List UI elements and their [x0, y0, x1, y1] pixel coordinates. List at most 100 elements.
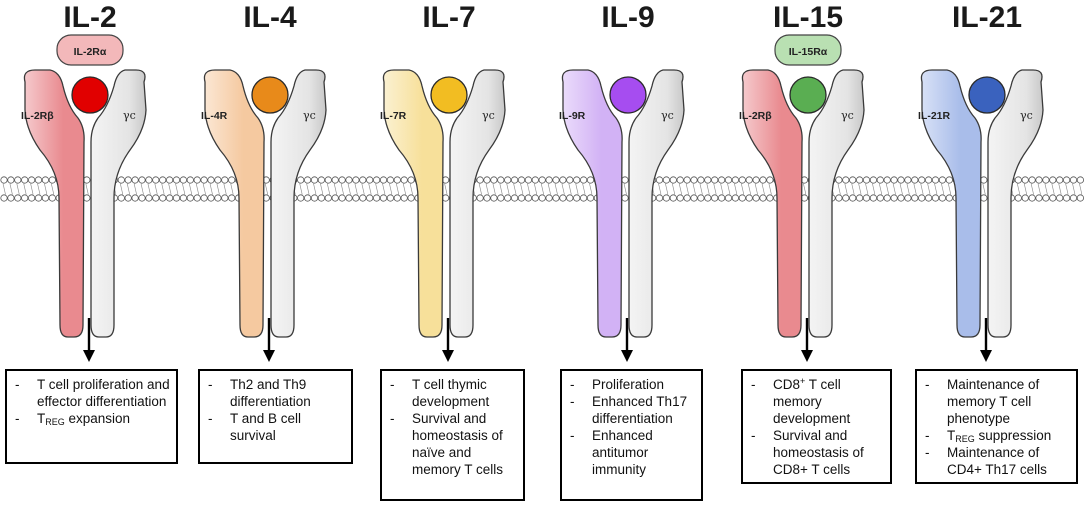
lipid-head-lower	[352, 194, 360, 202]
bullet-dash: -	[751, 377, 756, 392]
effects-box-il15: -CD8+ T cell memory development-Survival…	[741, 369, 892, 484]
lipid-tail	[692, 183, 696, 195]
lipid-head-upper	[172, 176, 181, 184]
lipid-head-upper	[393, 176, 401, 184]
lipid-head-upper	[945, 176, 953, 184]
effect-text: T and B cell survival	[230, 411, 302, 443]
lipid-head-lower	[662, 194, 671, 202]
lipid-tail	[837, 183, 841, 195]
gamma-chain-label: γc	[1020, 109, 1033, 122]
lipid-tail	[354, 183, 358, 195]
lipid-head-lower	[849, 194, 857, 202]
lipid-tail	[872, 183, 876, 195]
lipid-tail	[899, 183, 903, 195]
lipid-head-lower	[166, 194, 174, 202]
lipid-head-upper	[559, 176, 567, 184]
gamma-chain-label: γc	[303, 109, 316, 122]
cytokine-title: IL-7	[422, 1, 475, 34]
lipid-head-lower	[476, 194, 484, 202]
effect-subscript: REG	[955, 434, 975, 444]
bullet-dash: -	[570, 428, 575, 443]
receptor-chain	[23, 69, 85, 338]
lipid-head-lower	[704, 194, 712, 202]
lipid-tail	[865, 183, 869, 195]
lipid-tail	[320, 183, 324, 195]
lipid-head-lower	[490, 194, 498, 202]
lipid-head-upper	[200, 176, 208, 184]
lipid-head-lower	[517, 194, 526, 202]
lipid-head-lower	[855, 194, 864, 202]
lipid-tail	[306, 183, 310, 195]
lipid-head-upper	[704, 176, 712, 184]
lipid-head-upper	[676, 176, 684, 184]
lipid-head-upper	[911, 176, 919, 184]
gamma-chain-label: γc	[482, 109, 495, 122]
lipid-tail	[727, 183, 731, 195]
lipid-head-upper	[669, 176, 677, 184]
lipid-head-upper	[662, 176, 671, 184]
effects-box-il9: -Proliferation-Enhanced Th17 differentia…	[560, 369, 703, 501]
lipid-tail	[568, 183, 572, 195]
gamma-chain-label: γc	[841, 109, 854, 122]
lipid-tail	[375, 183, 379, 195]
lipid-head-upper	[34, 176, 43, 184]
lipid-head-lower	[676, 194, 684, 202]
alpha-chain-label: IL-15Rα	[789, 46, 828, 58]
lipid-head-lower	[869, 194, 878, 202]
effect-text: Survival and homeostasis of naïve and me…	[412, 411, 504, 477]
lipid-head-upper	[379, 176, 388, 184]
effects-box-il4: -Th2 and Th9 differentiation-T and B cel…	[198, 369, 353, 464]
lipid-head-upper	[862, 176, 871, 184]
lipid-tail	[892, 183, 896, 195]
effects-box-il7: -T cell thymic development-Survival and …	[380, 369, 525, 501]
lipid-head-lower	[697, 194, 705, 202]
lipid-tail	[340, 183, 344, 195]
gamma-chain	[628, 69, 685, 338]
lipid-tail	[1079, 183, 1083, 195]
bullet-dash: -	[925, 445, 930, 460]
receptor-chain-label: IL-2Rβ	[739, 110, 772, 122]
receptor-chain-label: IL-4R	[201, 110, 228, 122]
bullet-dash: -	[15, 411, 20, 426]
lipid-head-lower	[510, 194, 519, 202]
lipid-head-upper	[1076, 176, 1084, 184]
lipid-tail	[761, 183, 765, 195]
effect-superscript: +	[800, 376, 806, 386]
lipid-head-lower	[303, 194, 312, 202]
lipid-head-upper	[207, 176, 215, 184]
lipid-head-lower	[152, 194, 160, 202]
lipid-tail	[182, 183, 186, 195]
lipid-head-upper	[566, 176, 574, 184]
lipid-tail	[485, 183, 489, 195]
lipid-tail	[547, 183, 551, 195]
lipid-head-lower	[124, 194, 132, 202]
lipid-tail	[189, 183, 193, 195]
signal-arrowhead	[83, 350, 95, 362]
lipid-head-lower	[483, 194, 491, 202]
lipid-head-lower	[359, 194, 367, 202]
alpha-chain-receptor	[56, 34, 124, 66]
lipid-head-lower	[690, 194, 698, 202]
lipid-tail	[941, 183, 945, 195]
receptor-chain-label: IL-2Rβ	[21, 110, 54, 122]
lipid-tail	[1037, 183, 1041, 195]
lipid-head-lower	[34, 194, 43, 202]
lipid-head-lower	[842, 194, 850, 202]
lipid-head-lower	[1021, 194, 1029, 202]
signal-arrowhead	[442, 350, 454, 362]
lipid-head-upper	[303, 176, 312, 184]
lipid-head-upper	[586, 176, 595, 184]
cytokine-ligand	[71, 76, 109, 114]
lipid-head-lower	[1049, 194, 1057, 202]
lipid-head-lower	[883, 194, 891, 202]
lipid-head-upper	[400, 176, 408, 184]
lipid-head-upper	[476, 176, 484, 184]
lipid-head-lower	[759, 194, 767, 202]
lipid-head-lower	[545, 194, 553, 202]
lipid-head-lower	[41, 194, 50, 202]
effect-text-rest: expansion	[64, 411, 131, 426]
lipid-tail	[582, 183, 586, 195]
gamma-chain	[987, 69, 1044, 338]
lipid-head-lower	[186, 194, 194, 202]
